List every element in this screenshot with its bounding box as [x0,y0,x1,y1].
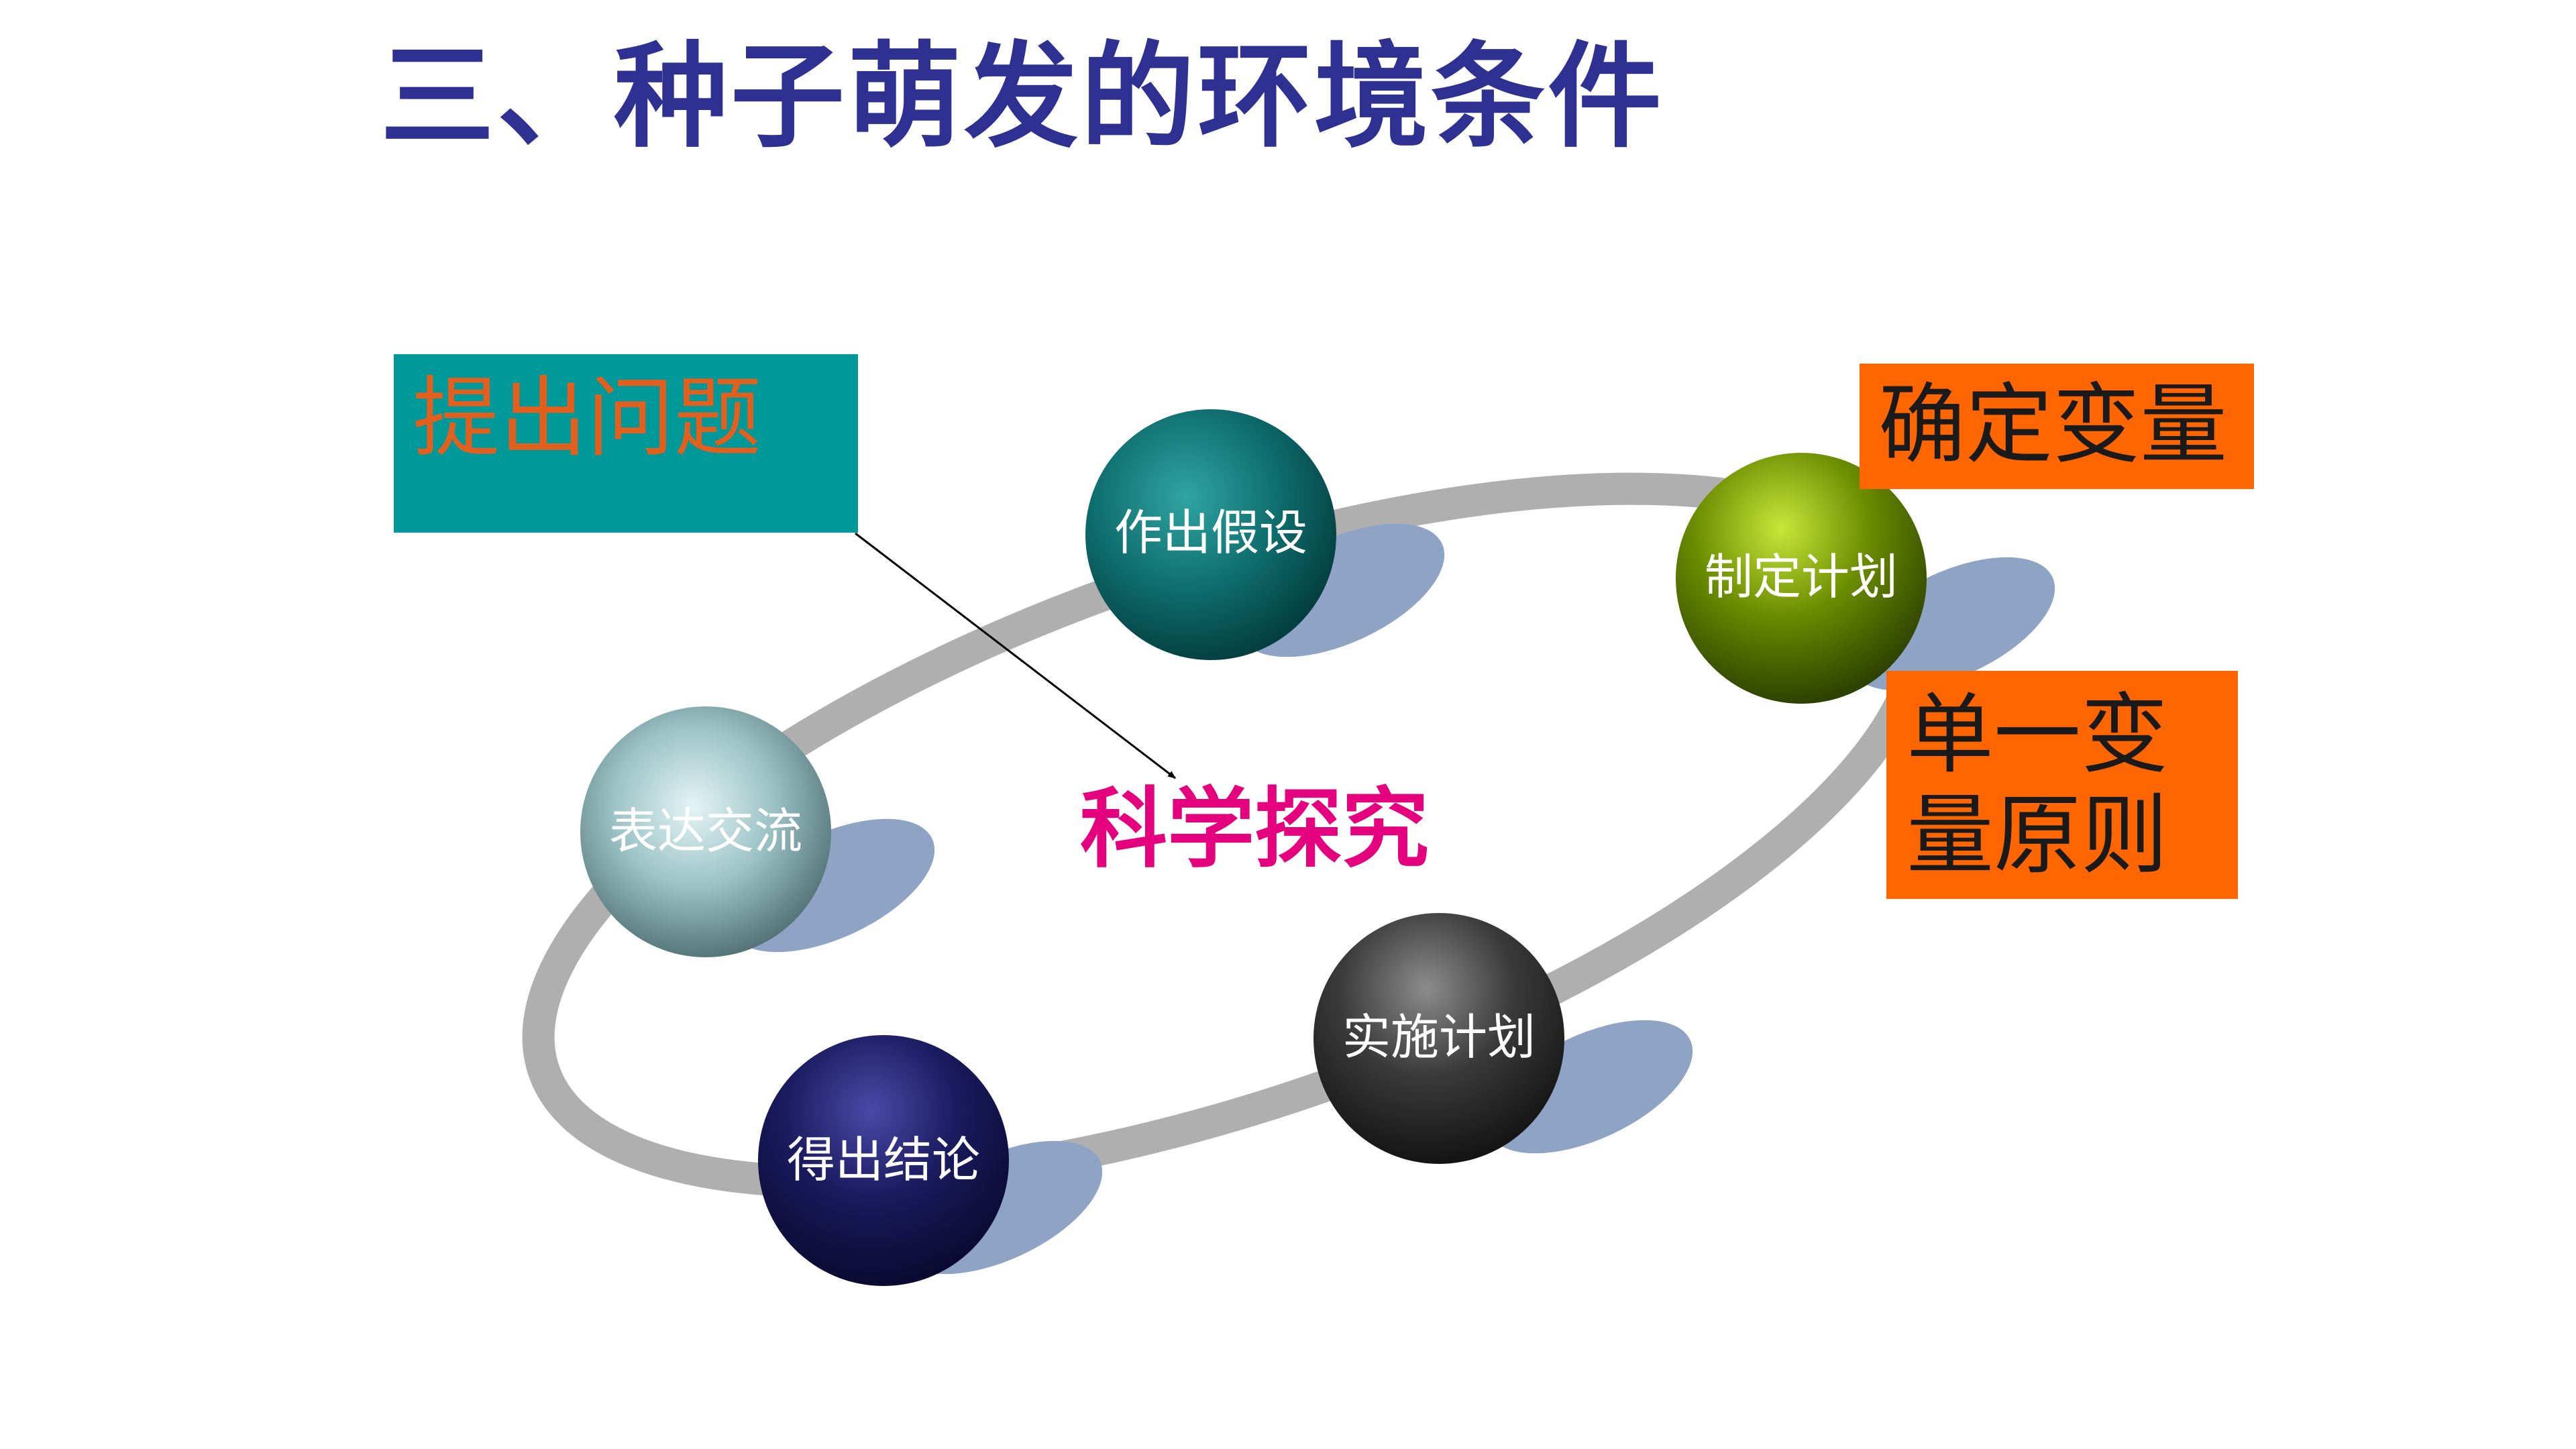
node-plan-label: 制定计划 [1705,549,1898,605]
node-conclusion: 得出结论 [758,1035,1009,1286]
page-title: 三、种子萌发的环境条件 [380,31,1665,164]
principle-callout: 单一变量原则 [1886,671,2238,899]
node-implement: 实施计划 [1313,913,1564,1164]
implement-shadow [1487,1020,1693,1154]
question-callout: 提出问题 [394,354,858,533]
communicate-sphere [580,706,831,957]
implement-sphere [1313,913,1564,1164]
variable-callout-text: 确定变量 [1878,374,2228,476]
hypothesis-sphere [1085,409,1336,660]
plan-sphere [1676,453,1927,704]
node-implement-label: 实施计划 [1342,1009,1536,1065]
node-communicate: 表达交流 [580,706,831,957]
plan-shadow [1849,557,2055,691]
node-communicate-label: 表达交流 [609,803,802,859]
variable-callout: 确定变量 [1860,364,2254,489]
center-label: 科学探究 [1080,778,1429,880]
principle-callout-text: 单一变量原则 [1907,684,2169,886]
node-hypothesis: 作出假设 [1085,409,1336,660]
node-conclusion-label: 得出结论 [787,1132,980,1188]
conclusion-sphere [758,1035,1009,1286]
node-plan: 制定计划 [1676,453,1927,704]
question-arrow [855,532,1176,780]
question-callout-text: 提出问题 [413,367,762,469]
node-hypothesis-label: 作出假设 [1114,504,1307,561]
